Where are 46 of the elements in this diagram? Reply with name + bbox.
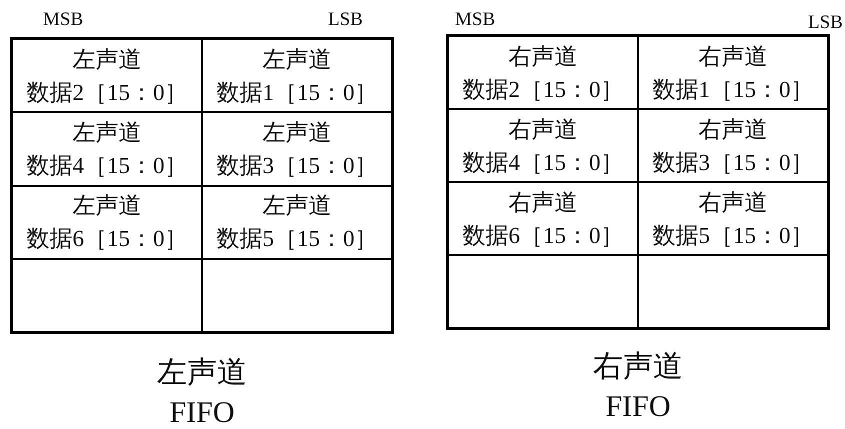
cell-text: 数据4［15：0］ [462,148,624,176]
bit-order-label: LSB [808,12,843,34]
cell-heading: 左声道 [72,46,142,74]
cell-text: 数据1［15：0］ [652,76,814,104]
cell-heading: 左声道 [262,46,332,74]
table-cell [12,112,202,186]
table-cell [448,255,638,328]
table-caption: 左声道 FIFO [156,355,248,429]
cell-text: 数据6［15：0］ [462,222,624,250]
table-cell [202,186,392,259]
cell-heading: 左声道 [262,192,332,220]
cell-heading: 右声道 [508,188,578,216]
cell-text: 数据2［15：0］ [462,76,624,104]
table-cell [638,109,828,182]
table-cell [202,258,392,332]
table-cell [638,36,828,109]
cell-text: 数据2［15：0］ [26,78,188,107]
table-cell [638,255,828,328]
cell-text: 数据1［15：0］ [216,78,378,107]
cell-heading: 左声道 [72,118,142,147]
table-caption: 右声道 FIFO [592,349,684,425]
bit-order-label: LSB [328,9,363,31]
cell-heading: 左声道 [72,192,142,220]
table-cell [12,39,202,112]
table-cell [202,39,392,112]
cell-text: 数据4［15：0］ [26,152,188,180]
table-cell [448,109,638,182]
table-cell [448,36,638,109]
table-cell [202,112,392,186]
cell-heading: 左声道 [262,118,332,147]
table-cell [448,182,638,255]
cell-heading: 右声道 [698,42,768,70]
cell-heading: 右声道 [698,188,768,216]
cell-text: 数据3［15：0］ [652,148,814,176]
cell-heading: 右声道 [508,42,578,70]
cell-text: 数据6［15：0］ [26,225,188,254]
table-cell [638,182,828,255]
cell-text: 数据5［15：0］ [216,225,378,254]
cell-heading: 右声道 [508,116,578,144]
cell-text: 数据5［15：0］ [652,222,814,250]
table-cell [12,258,202,332]
bit-order-label: MSB [43,9,84,31]
bit-order-label: MSB [455,9,496,31]
table-cell [12,186,202,259]
cell-heading: 右声道 [698,116,768,144]
cell-text: 数据3［15：0］ [216,152,378,180]
